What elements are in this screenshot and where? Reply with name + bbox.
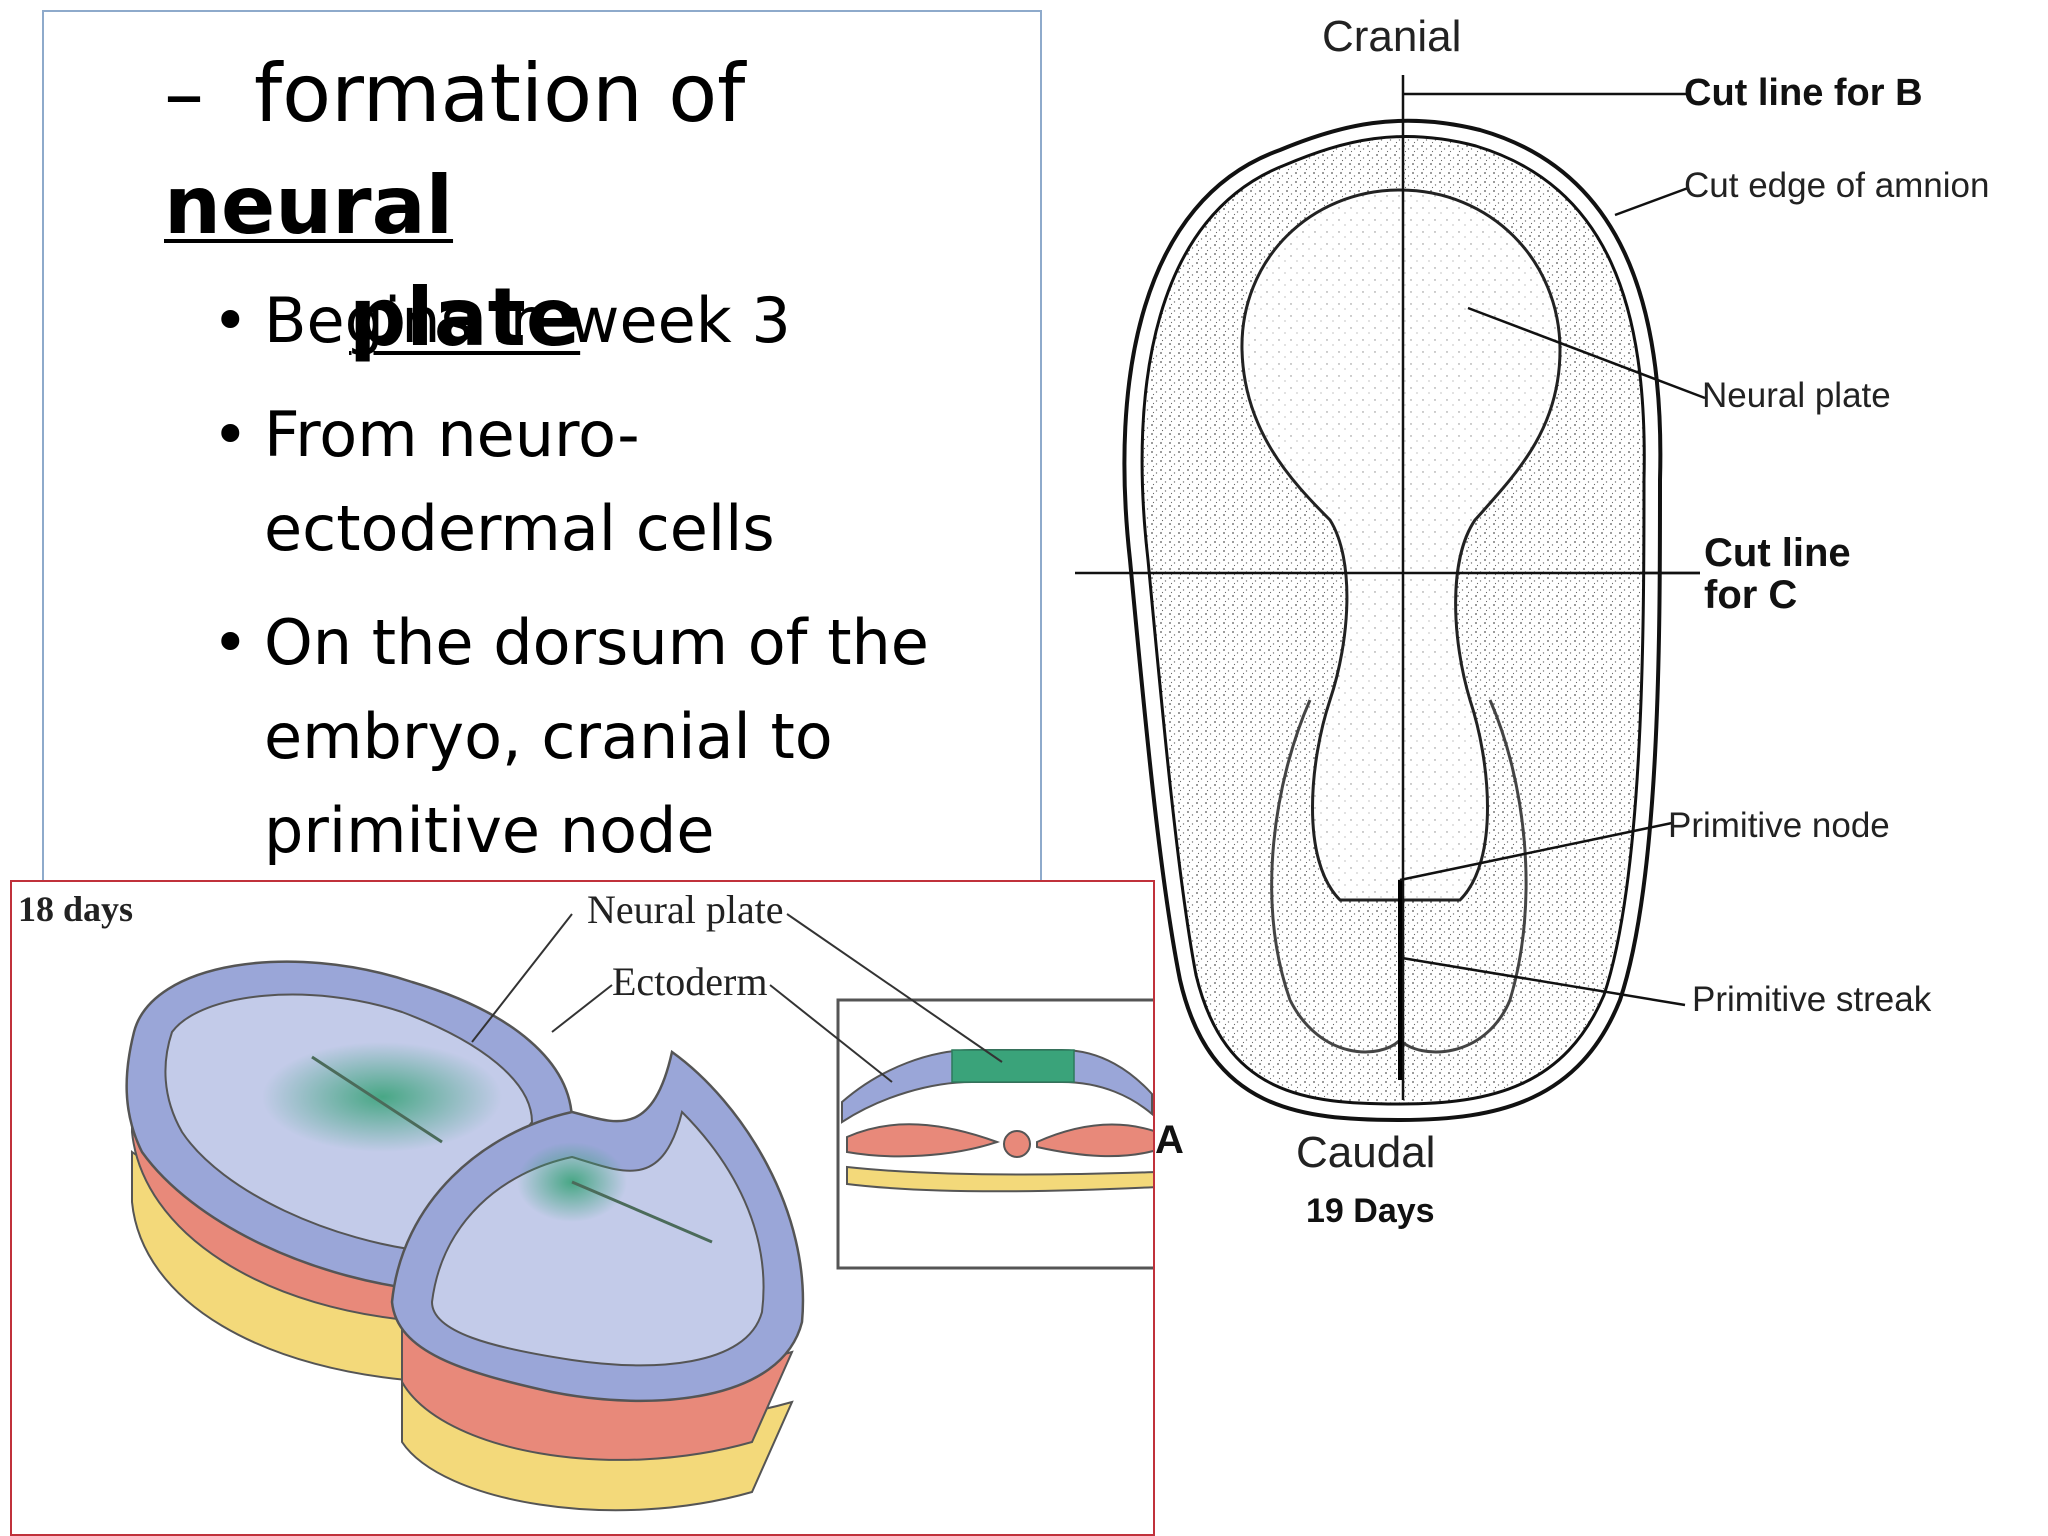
label-19-days: 19 Days xyxy=(1306,1192,1435,1230)
left-primitive-streak xyxy=(311,1055,443,1144)
right-primitive-streak xyxy=(571,1180,713,1244)
label-cut-line-c-1: Cut line xyxy=(1704,531,1851,575)
label-cranial: Cranial xyxy=(1322,12,1462,61)
bullet-line: ectodermal cells xyxy=(264,492,775,565)
heading-prefix: formation of xyxy=(254,47,746,140)
bullet-line: embryo, cranial to xyxy=(264,700,833,773)
leader-neural-plate xyxy=(1467,306,1706,400)
bullet-list: • Begins in week 3 • From neuro- ectoder… xyxy=(212,274,929,898)
neural-fold-left xyxy=(1270,699,1402,1054)
inset-notochord xyxy=(1003,1130,1031,1158)
label-cut-edge-amnion: Cut edge of amnion xyxy=(1684,166,1990,205)
heading-keyword-neural: neural xyxy=(164,159,454,252)
heading-keyword-plate: plate xyxy=(349,271,581,364)
leader-primitive-node xyxy=(1399,821,1673,882)
inset-mesoderm-right xyxy=(1036,1123,1153,1158)
bullet-item: • Begins in week 3 xyxy=(212,274,929,368)
leader-amnion xyxy=(1614,186,1689,217)
label-18-days: 18 days xyxy=(18,889,134,929)
label-primitive-node: Primitive node xyxy=(1668,806,1890,845)
bullet-line: On the dorsum of the xyxy=(264,606,929,679)
amnion-outer-outline xyxy=(1122,118,1663,1123)
embryonic-disc-18-days-panel: 18 days Neural plate Ectoderm xyxy=(10,880,1155,1536)
embryo-19-days-figure: Cranial Cut line for B Cut edge of amnio… xyxy=(1060,0,2048,1280)
label-cut-line-c-2: for C xyxy=(1704,573,1798,617)
bullet-dot-icon: • xyxy=(212,398,249,471)
inset-endoderm xyxy=(846,1165,1153,1193)
label-cut-line-b: Cut line for B xyxy=(1684,72,1923,114)
inset-neural-plate xyxy=(951,1049,1075,1083)
label-caudal: Caudal xyxy=(1296,1128,1436,1177)
bullet-line: Begins in week 3 xyxy=(264,284,791,357)
leader-primitive-streak xyxy=(1401,956,1686,1007)
label-ectoderm: Ectoderm xyxy=(612,959,768,1004)
slide-text-box: –formation of neural plate • Begins in w… xyxy=(42,10,1042,890)
leader-neural-plate-inset xyxy=(786,913,1003,1063)
label-neural-plate: Neural plate xyxy=(587,887,784,932)
neural-fold-right xyxy=(1398,699,1528,1054)
label-neural-plate: Neural plate xyxy=(1702,376,1891,415)
label-panel-letter: A xyxy=(1155,1118,1184,1162)
leader-ectoderm-inset xyxy=(769,984,893,1083)
bullet-line: From neuro- xyxy=(264,398,640,471)
embryonic-disc-drawing xyxy=(125,913,1153,1512)
embryo-dorsal-view-drawing xyxy=(1075,75,1706,1123)
slide-heading: –formation of neural plate xyxy=(164,38,1024,374)
bullet-item: • On the dorsum of the embryo, cranial t… xyxy=(212,596,929,878)
leader-ectoderm-left xyxy=(551,984,613,1033)
inset-mesoderm-left xyxy=(846,1123,1001,1158)
bullet-item: • From neuro- ectodermal cells xyxy=(212,388,929,576)
bullet-dot-icon: • xyxy=(212,606,249,679)
bullet-line: primitive node xyxy=(264,794,715,867)
left-neural-plate-glow xyxy=(262,1042,502,1152)
heading-dash: – xyxy=(164,47,204,140)
label-primitive-streak: Primitive streak xyxy=(1692,980,1932,1019)
bullet-dot-icon: • xyxy=(212,284,249,357)
leader-neural-plate-left xyxy=(471,913,573,1043)
